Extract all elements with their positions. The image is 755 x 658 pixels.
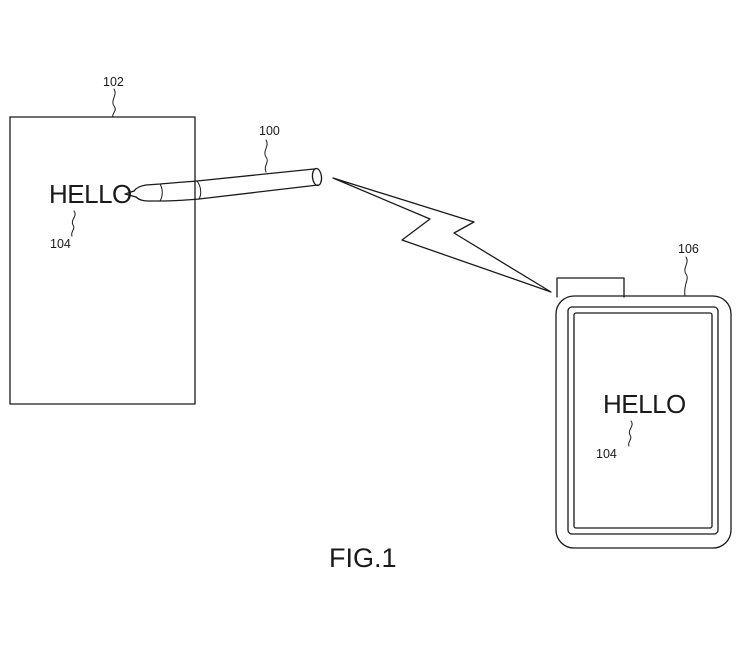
device-ref-leader — [684, 256, 688, 297]
device-text-ref-leader — [628, 420, 633, 447]
display-device: 106 HELLO 104 — [555, 242, 732, 549]
device-body — [555, 295, 732, 549]
paper-outline — [9, 116, 196, 405]
paper-ref-label: 102 — [103, 75, 124, 89]
device-screen — [573, 312, 713, 529]
device-top-tab — [556, 277, 625, 298]
device-ref-label: 106 — [678, 242, 699, 256]
paper-written-text: HELLO — [49, 179, 132, 209]
paper-text-ref-leader — [71, 210, 76, 237]
stylus-ref-leader — [264, 139, 268, 173]
device-display-text: HELLO — [603, 389, 686, 419]
stylus-grip — [133, 180, 200, 202]
device-screen-frame — [567, 306, 719, 535]
paper-text-ref-label: 104 — [50, 237, 71, 251]
stylus-tip — [124, 190, 137, 198]
paper-surface: 102 HELLO 104 — [9, 75, 196, 405]
paper-ref-leader — [112, 88, 116, 118]
stylus-ref-label: 100 — [259, 124, 280, 138]
stylus-end-cap — [311, 167, 323, 187]
wireless-link-symbol — [332, 177, 552, 293]
stylus: 100 — [124, 124, 323, 202]
stylus-barrel — [196, 168, 319, 200]
device-text-ref-label: 104 — [596, 447, 617, 461]
figure-caption: FIG.1 — [329, 543, 397, 573]
stylus-grip-ring — [159, 180, 202, 202]
